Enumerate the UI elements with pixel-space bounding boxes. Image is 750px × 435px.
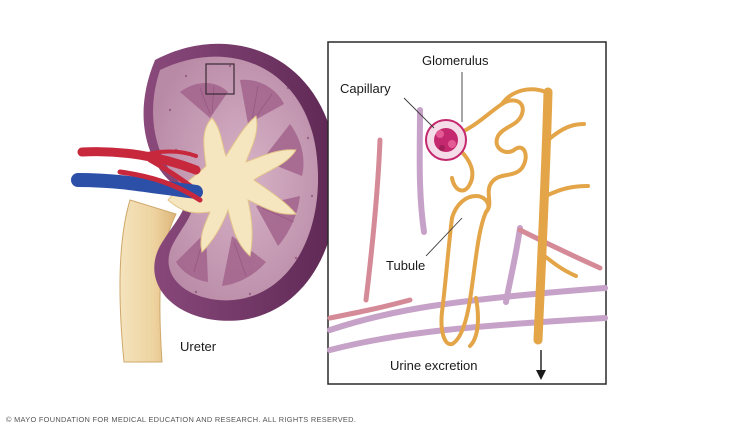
capillary-label: Capillary (340, 81, 391, 96)
copyright-notice: © MAYO FOUNDATION FOR MEDICAL EDUCATION … (6, 415, 356, 424)
kidney (78, 44, 338, 362)
tubule-label: Tubule (386, 258, 425, 273)
ureter-label: Ureter (180, 339, 216, 354)
urine-excretion-label: Urine excretion (390, 358, 477, 373)
glomerulus-label: Glomerulus (422, 53, 488, 68)
